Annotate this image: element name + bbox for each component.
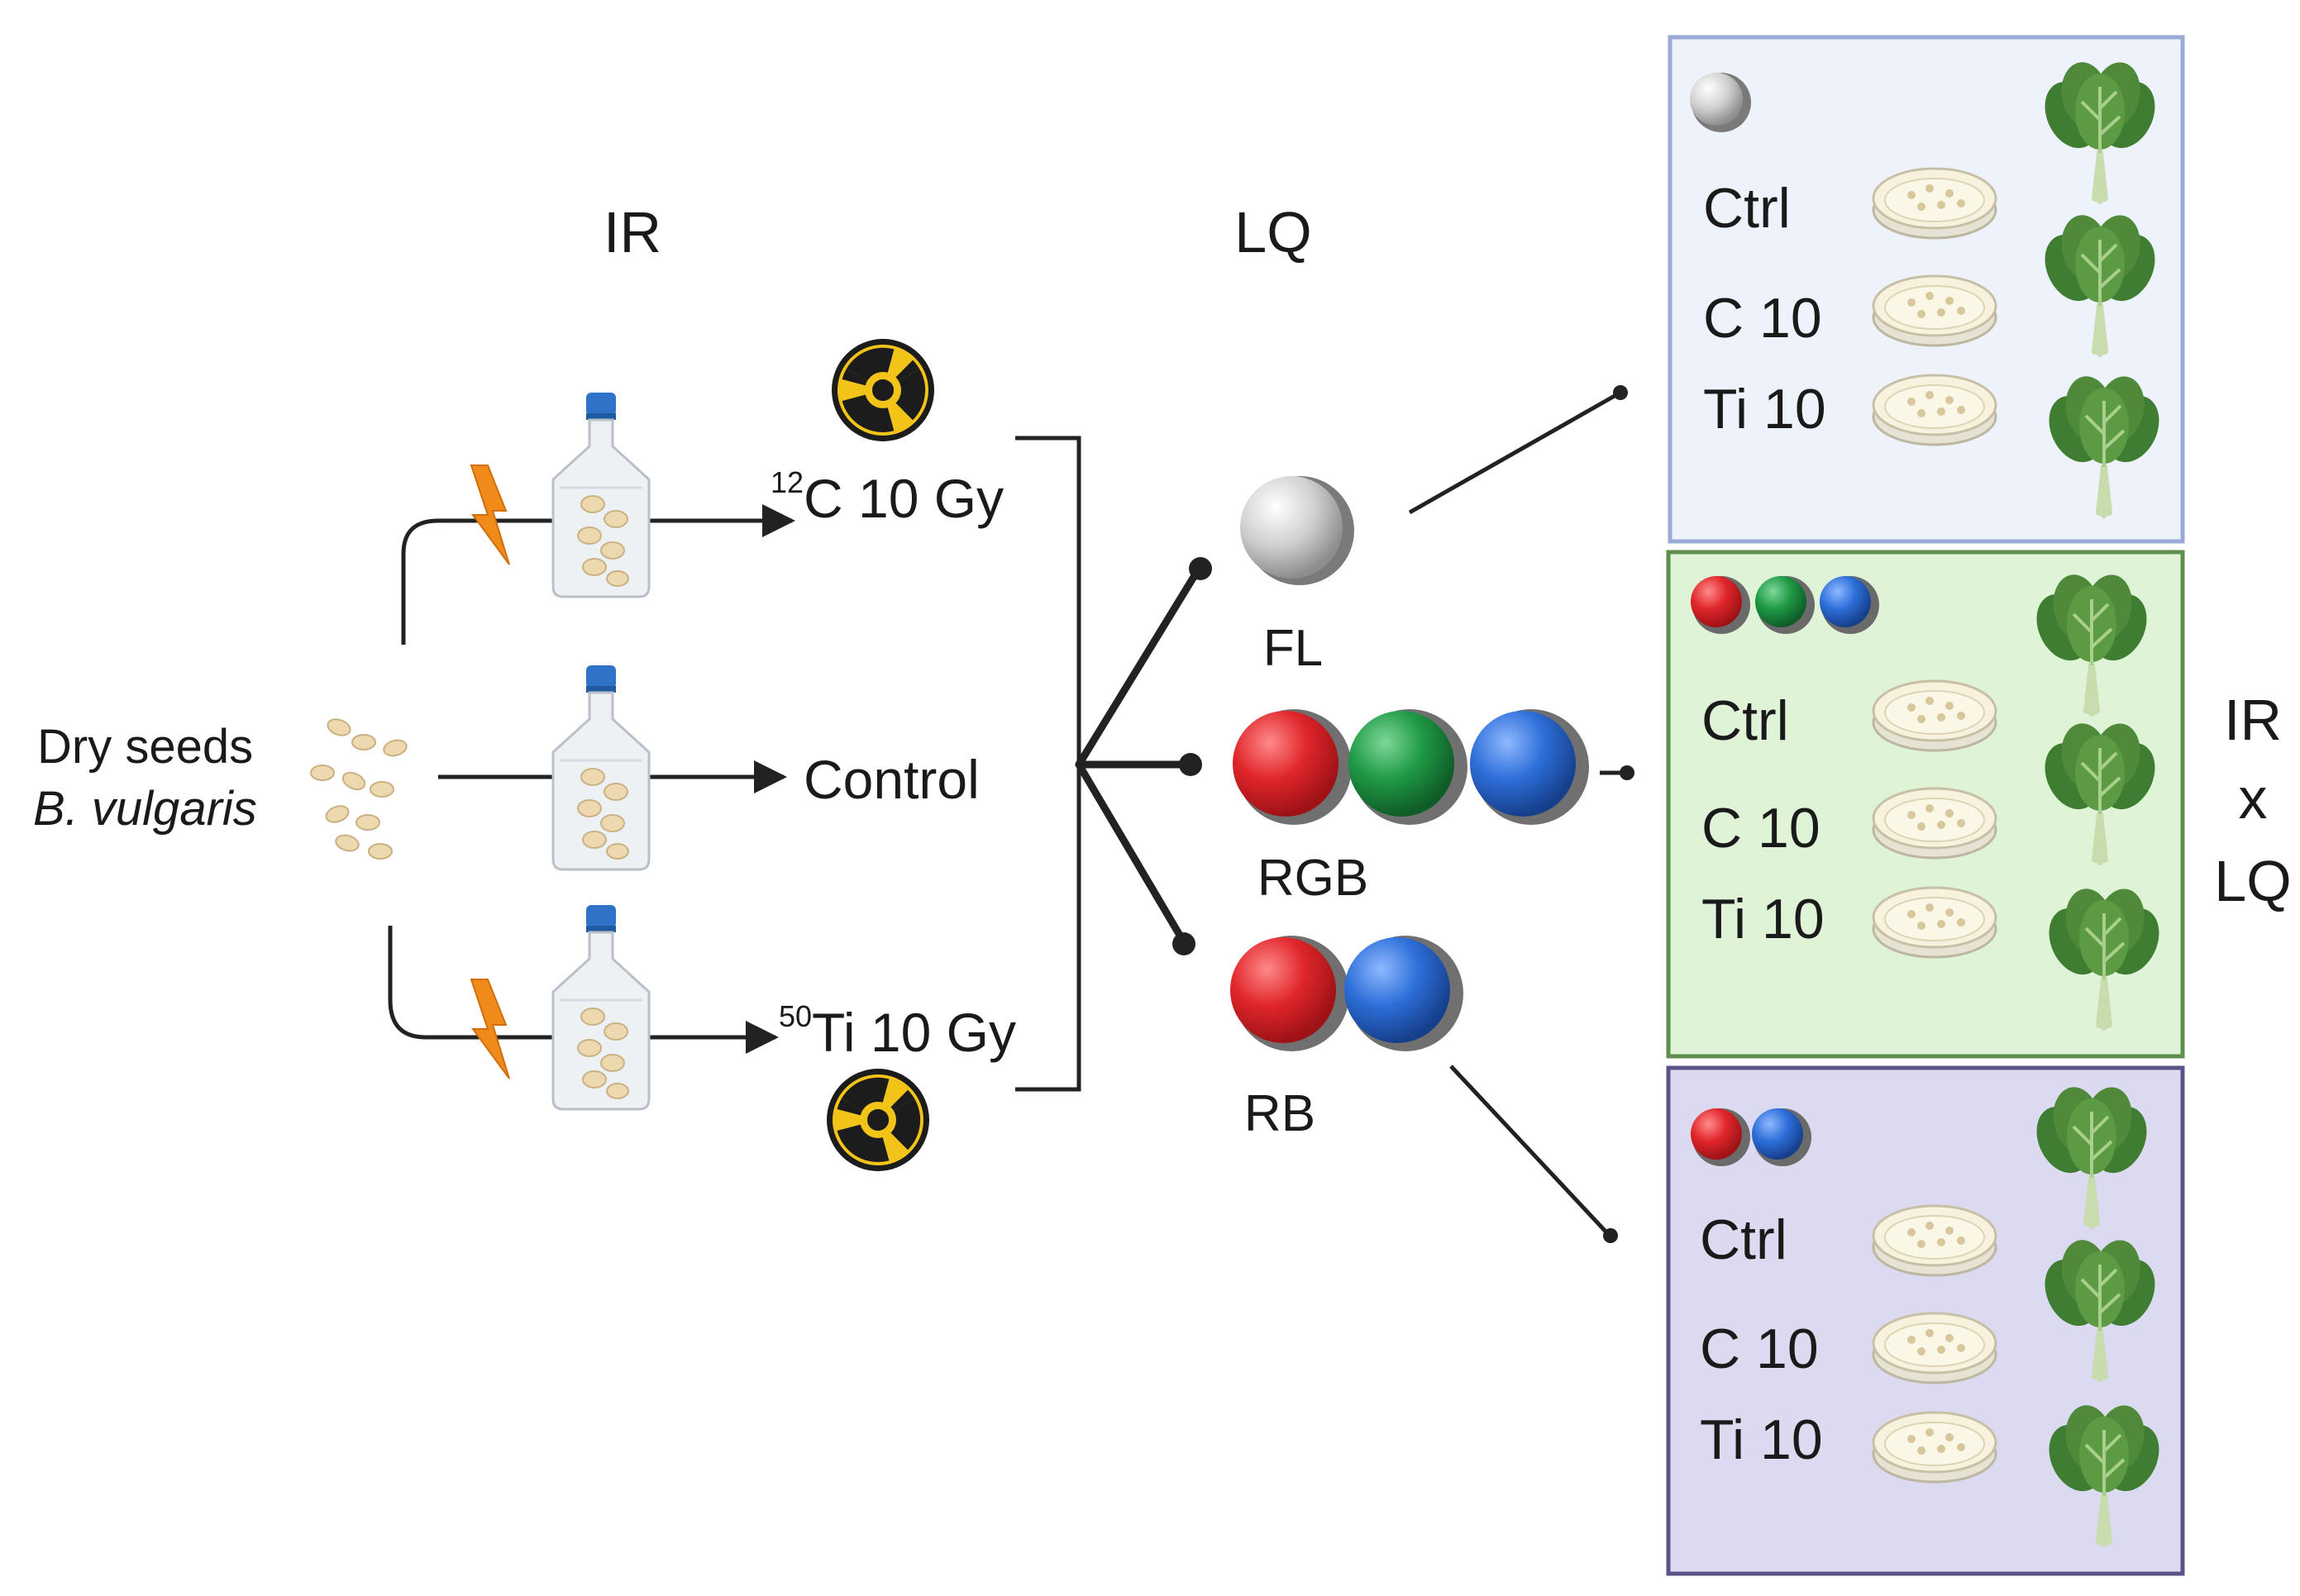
titanium-treatment-label: 50Ti 10 Gy <box>779 999 1016 1063</box>
branch-node <box>1179 753 1202 776</box>
species-label: B. vulgaris <box>33 782 257 836</box>
side-label-x: x <box>2239 766 2268 831</box>
titanium-isotope: 50 <box>779 999 812 1033</box>
seeds-label: Dry seeds <box>37 720 253 774</box>
rb-connector <box>1449 1065 1610 1236</box>
petri-dish-icon <box>1872 374 1997 446</box>
ir-header: IR <box>604 200 661 264</box>
lq-header: LQ <box>1234 200 1311 264</box>
rb-label: RB <box>1244 1085 1315 1142</box>
fl-box-row-ctrl: Ctrl <box>1703 177 1791 240</box>
light-branch-lines <box>1075 565 1203 946</box>
rb-box-row-ti10: Ti 10 <box>1700 1408 1823 1471</box>
rgb-blue-light-icon <box>1470 709 1589 825</box>
rgb-box-row-ti10: Ti 10 <box>1701 888 1825 950</box>
side-label-lq: LQ <box>2214 849 2291 913</box>
connector-dot <box>1613 385 1628 400</box>
rgb-green-light-icon <box>1348 709 1467 825</box>
fl-connector <box>1408 390 1622 515</box>
fl-box-row-c10: C 10 <box>1703 287 1822 350</box>
side-label-ir: IR <box>2224 688 2282 752</box>
petri-dish-icon <box>1872 1312 1997 1384</box>
branch-node <box>1189 557 1212 580</box>
rgb-box-row-ctrl: Ctrl <box>1701 689 1789 752</box>
connector-dot <box>1603 1228 1618 1243</box>
connector-dot <box>1620 765 1634 780</box>
petri-dish-icon <box>1872 787 1997 860</box>
fl-box-row-ti10: Ti 10 <box>1703 378 1826 441</box>
radiation-icon <box>832 339 934 441</box>
rb-box-lights <box>1691 1108 1811 1166</box>
radiation-icon <box>827 1069 929 1171</box>
rb-box-row-ctrl: Ctrl <box>1700 1208 1787 1271</box>
branch-bottom-line <box>388 926 779 1054</box>
fl-box-light-icon <box>1690 73 1751 132</box>
rb-blue-light-icon <box>1344 936 1463 1051</box>
carbon-dose: C 10 Gy <box>804 468 1004 529</box>
flask-control-icon <box>551 664 651 871</box>
control-label: Control <box>804 749 980 810</box>
lightning-bolt-icon <box>470 465 510 565</box>
seed-pile <box>310 718 408 860</box>
titanium-dose: Ti 10 Gy <box>812 1002 1016 1063</box>
rgb-label: RGB <box>1257 850 1368 907</box>
rgb-red-light-icon <box>1233 709 1352 825</box>
lightning-bolt-icon <box>470 979 510 1079</box>
rgb-box-row-c10: C 10 <box>1701 797 1820 860</box>
petri-dish-icon <box>1872 1204 1997 1277</box>
carbon-isotope: 12 <box>771 465 804 499</box>
petri-dish-icon <box>1872 679 1997 752</box>
flask-titanium-icon <box>551 903 651 1111</box>
petri-dish-icon <box>1872 886 1997 959</box>
petri-dish-icon <box>1872 167 1997 240</box>
branch-top-line <box>401 504 795 645</box>
treatment-bracket <box>1015 436 1081 1092</box>
branch-node <box>1172 932 1195 955</box>
fl-label: FL <box>1263 620 1323 677</box>
rb-red-light-icon <box>1230 936 1349 1051</box>
fl-light-icon <box>1240 476 1354 585</box>
flask-carbon-icon <box>551 391 651 598</box>
rgb-box-lights <box>1691 576 1879 634</box>
petri-dish-icon <box>1872 274 1997 347</box>
petri-dish-icon <box>1872 1411 1997 1484</box>
rb-box-row-c10: C 10 <box>1700 1317 1819 1380</box>
carbon-treatment-label: 12C 10 Gy <box>771 465 1004 529</box>
